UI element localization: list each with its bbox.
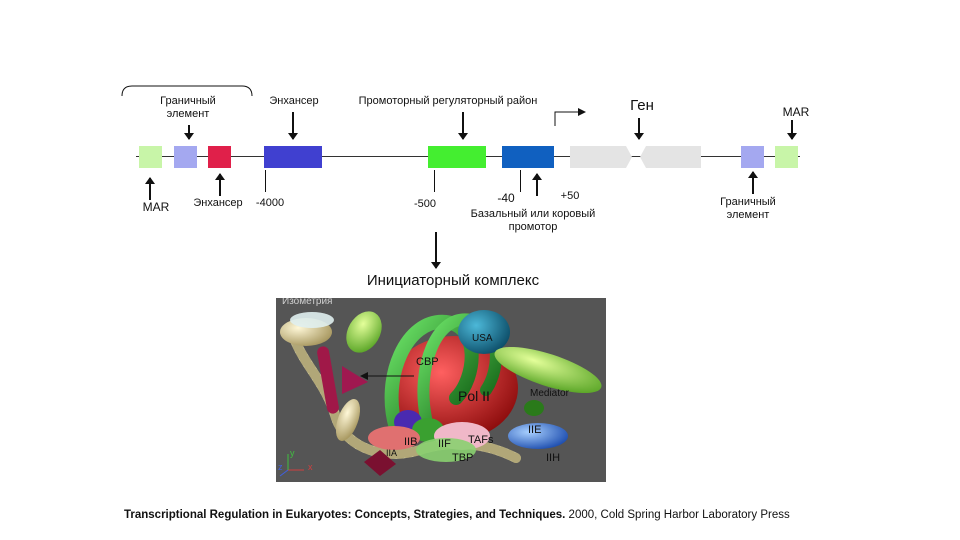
citation-publisher: 2000, Cold Spring Harbor Laboratory Pres… bbox=[565, 509, 790, 521]
arrow-boundary-right bbox=[748, 171, 758, 194]
arrow-initiation-complex bbox=[431, 232, 441, 269]
initiation-complex-render: Изометрия USA CBP Pol II Mediator IIE II… bbox=[276, 298, 606, 482]
label-iia: IIA bbox=[386, 448, 398, 458]
mar-label-right: MAR bbox=[782, 105, 810, 119]
gene-label: Ген bbox=[630, 97, 654, 114]
core-promoter-block bbox=[502, 146, 554, 168]
arrow-mar-right bbox=[787, 120, 797, 140]
position-minus-500: -500 bbox=[413, 198, 437, 210]
arrow-boundary-top bbox=[184, 125, 194, 140]
label-iie: IIE bbox=[528, 424, 542, 436]
label-cbp: CBP bbox=[416, 356, 439, 368]
label-pol2: Pol II bbox=[458, 388, 490, 404]
enhancer-label-bottom: Энхансер bbox=[193, 197, 243, 209]
complex-caption: Изометрия bbox=[282, 298, 333, 307]
mar-block-left bbox=[139, 146, 162, 168]
core-promoter-label: Базальный или коровый промотор bbox=[470, 208, 596, 233]
citation: Transcriptional Regulation in Eukaryotes… bbox=[124, 509, 790, 521]
tick-minus-40 bbox=[520, 170, 521, 192]
boundary-element-label-top: Граничный элемент bbox=[160, 95, 216, 120]
arrow-enhancer-top bbox=[288, 112, 298, 140]
label-tafs: TAFs bbox=[468, 434, 494, 446]
initiation-complex-title: Инициаторный комплекс bbox=[366, 272, 540, 289]
mar-block-right bbox=[775, 146, 798, 168]
position-minus-40: -40 bbox=[497, 191, 515, 205]
enhancer-block-blue bbox=[264, 146, 322, 168]
position-minus-4000: -4000 bbox=[255, 197, 285, 209]
label-iih: IIH bbox=[546, 452, 561, 464]
tick-minus-500 bbox=[434, 170, 435, 192]
axis-x-label: x bbox=[308, 462, 313, 472]
arrow-gene bbox=[634, 118, 644, 140]
promoter-region-label: Промоторный регуляторный район bbox=[358, 95, 538, 107]
arrow-promoter-region bbox=[458, 112, 468, 140]
promoter-block-green bbox=[428, 146, 486, 168]
axis-y-label: y bbox=[290, 448, 295, 458]
position-plus-50: +50 bbox=[560, 190, 580, 202]
citation-title: Transcriptional Regulation in Eukaryotes… bbox=[124, 509, 566, 521]
boundary-block-left bbox=[174, 146, 197, 168]
enhancer-label-top: Энхансер bbox=[269, 95, 319, 107]
arrow-tss bbox=[532, 173, 542, 196]
boundary-block-right bbox=[741, 146, 764, 168]
tick-minus-4000 bbox=[265, 170, 266, 192]
label-mediator: Mediator bbox=[530, 388, 569, 399]
label-iib: IIB bbox=[404, 436, 418, 448]
axis-z-label: z bbox=[278, 462, 283, 472]
enhancer-block-red bbox=[208, 146, 231, 168]
arrow-enhancer-bottom bbox=[215, 173, 225, 196]
label-iif: IIF bbox=[438, 438, 451, 450]
mar-label-left: MAR bbox=[142, 200, 170, 214]
arrow-mar-left bbox=[145, 177, 155, 200]
label-tbp: TBP bbox=[452, 452, 474, 464]
boundary-element-label-bottom: Граничный элемент bbox=[720, 196, 776, 221]
label-usa: USA bbox=[472, 333, 493, 344]
